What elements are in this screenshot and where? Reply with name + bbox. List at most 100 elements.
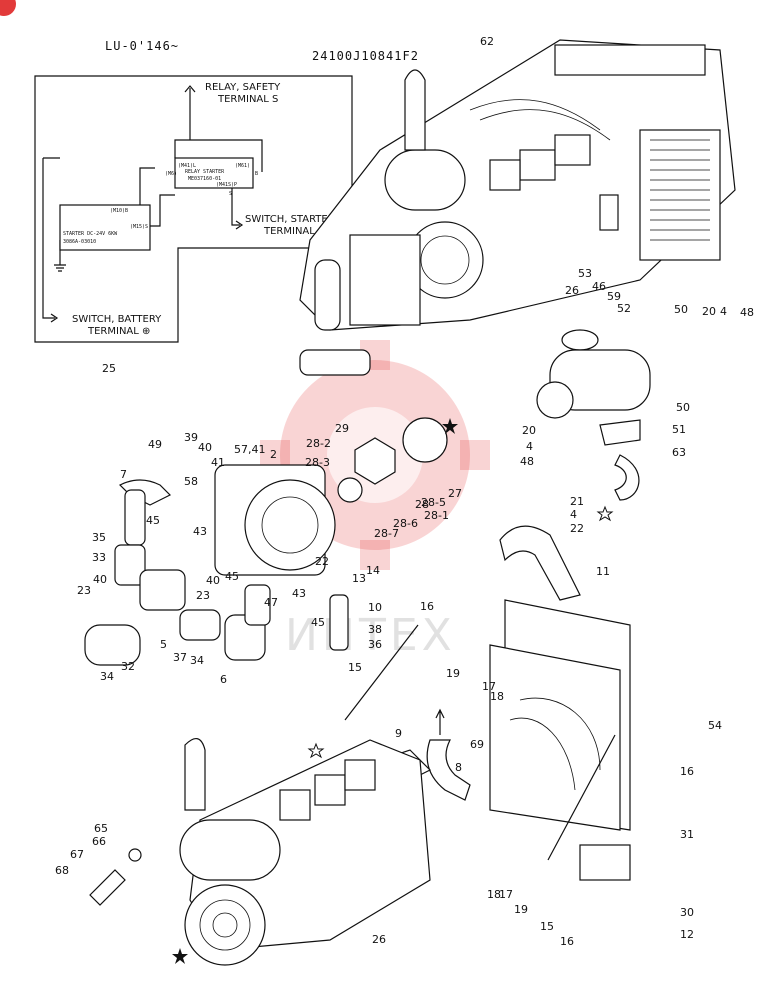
term-m6: (M6): [165, 171, 177, 177]
part-callout: 9: [395, 727, 402, 740]
part-callout: 18: [490, 690, 504, 703]
part-callout: 49: [148, 438, 162, 451]
part-callout: 63: [672, 446, 686, 459]
part-callout: 7: [120, 468, 127, 481]
term-m15s: (M15)S: [130, 224, 148, 230]
part-callout: 62: [480, 35, 494, 48]
part-callout: 28-5: [421, 496, 446, 509]
part-callout: 26: [565, 284, 579, 297]
part-callout: 40: [206, 574, 220, 587]
watermark-text: ИНТЕХ: [285, 610, 456, 661]
part-callout: 43: [292, 587, 306, 600]
star-markers: [172, 418, 614, 964]
part-callout: 18: [487, 888, 501, 901]
part-callout: 28-3: [305, 456, 330, 469]
part-callout: 58: [184, 475, 198, 488]
part-callout: 2: [270, 448, 277, 461]
part-callout: 17: [499, 888, 513, 901]
term-b: B: [255, 171, 258, 177]
part-callout: 59: [607, 290, 621, 303]
part-callout: 22: [570, 522, 584, 535]
part-callout: 36: [368, 638, 382, 651]
engine-top-illustration: [299, 39, 736, 376]
starter-part: 3086A-03010: [63, 239, 96, 245]
part-callout: 4: [720, 305, 727, 318]
transmission-illustration: [84, 417, 448, 721]
relay-starter-part: ME037160-01: [188, 176, 221, 182]
part-callout: 4: [526, 440, 533, 453]
part-callout: 19: [514, 903, 528, 916]
part-callout: 15: [348, 661, 362, 674]
part-callout: 43: [193, 525, 207, 538]
part-callout: 32: [121, 660, 135, 673]
part-callout: 54: [708, 719, 722, 732]
switch-starter-line1: SWITCH, STARTER: [245, 214, 335, 225]
relay-safety-line2: TERMINAL S: [217, 94, 278, 105]
switch-battery-line2: TERMINAL ⊕: [87, 326, 150, 337]
wiring-callout: 25: [102, 362, 116, 375]
part-callout: 46: [592, 280, 606, 293]
part-callout: 12: [680, 928, 694, 941]
part-callout: 37: [173, 651, 187, 664]
part-callout: 66: [92, 835, 106, 848]
part-callout: 40: [198, 441, 212, 454]
starter-label: STARTER DC-24V 6KW: [63, 231, 118, 237]
part-callout: 33: [92, 551, 106, 564]
part-callout: 53: [578, 267, 592, 280]
part-callout: 51: [672, 423, 686, 436]
part-callout: 20: [522, 424, 536, 437]
part-callout: 17: [482, 680, 496, 693]
part-callout: 16: [680, 765, 694, 778]
switch-starter-line2: TERMINAL C: [263, 226, 325, 237]
term-m10b: (M10)B: [110, 208, 128, 214]
part-callout: 50: [676, 401, 690, 414]
part-callout: 4: [570, 508, 577, 521]
part-callout: 67: [70, 848, 84, 861]
part-callout: 14: [366, 564, 380, 577]
term-m61: (M61): [235, 163, 250, 169]
part-callout: 26: [372, 933, 386, 946]
wiring-diagram: [34, 75, 353, 343]
switch-battery-line1: SWITCH, BATTERY: [72, 314, 162, 325]
radiator-illustration: [378, 525, 631, 881]
part-callout: 16: [560, 935, 574, 948]
part-callout: 28-1: [424, 509, 449, 522]
part-callout: 11: [596, 565, 610, 578]
part-callout: 48: [740, 306, 754, 319]
part-callout: 34: [190, 654, 204, 667]
part-callout: 28-7: [374, 527, 399, 540]
part-callout: 45: [311, 616, 325, 629]
engine-bottom-illustration: [89, 738, 431, 966]
part-callout: 52: [617, 302, 631, 315]
part-callout: 38: [368, 623, 382, 636]
part-callout: 22: [315, 555, 329, 568]
part-callout: 30: [680, 906, 694, 919]
part-callout: 35: [92, 531, 106, 544]
part-callout: 41: [211, 456, 225, 469]
relay-starter-label: RELAY STARTER: [185, 169, 225, 175]
term-m41sp: (M41S)P: [216, 182, 237, 188]
serial-range: LU-0'146~: [105, 39, 179, 53]
part-callout: 13: [352, 572, 366, 585]
part-callout: 45: [146, 514, 160, 527]
part-callout: 10: [368, 601, 382, 614]
part-callout: 29: [335, 422, 349, 435]
part-callout: 47: [264, 596, 278, 609]
part-callout: 45: [225, 570, 239, 583]
part-callout: 15: [540, 920, 554, 933]
part-callout: 57,41: [234, 443, 266, 456]
part-callout: 31: [680, 828, 694, 841]
part-callout: 34: [100, 670, 114, 683]
part-callout: 16: [420, 600, 434, 613]
part-callout: 65: [94, 822, 108, 835]
part-callout: 27: [448, 487, 462, 500]
part-callout: 23: [77, 584, 91, 597]
part-callout: 48: [520, 455, 534, 468]
part-callout: 6: [220, 673, 227, 686]
term-s: S: [229, 191, 232, 197]
part-callout: 50: [674, 303, 688, 316]
drawing-number: 24100J10841F2: [312, 49, 419, 63]
part-callout: 28: [415, 498, 429, 511]
part-callout: 21: [570, 495, 584, 508]
air-cleaner-illustration: [536, 329, 651, 501]
